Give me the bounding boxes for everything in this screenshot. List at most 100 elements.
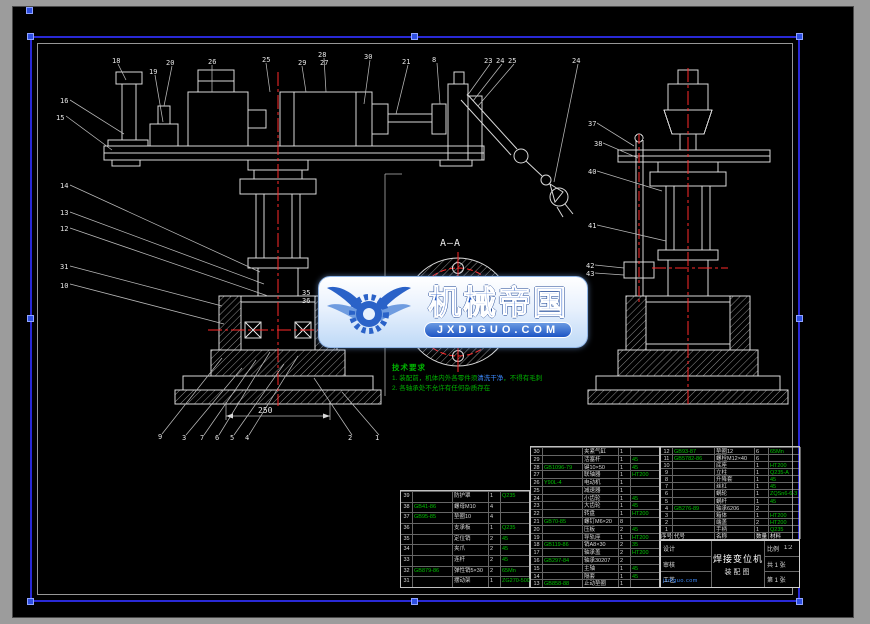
viewport-grip[interactable] [411, 33, 418, 40]
part-callout-20: 20 [166, 59, 174, 67]
table-cell [413, 491, 453, 502]
viewport-grip[interactable] [27, 315, 34, 322]
table-cell: 1 [619, 501, 631, 510]
table-cell [631, 517, 661, 525]
title-block-row: 共 1 张 [765, 555, 799, 572]
table-cell [769, 503, 801, 511]
table-cell [769, 454, 801, 462]
table-cell: 1 [619, 454, 631, 463]
table-cell: 1 [755, 510, 769, 518]
table-cell [673, 475, 715, 483]
table-cell: 销A8×30 [583, 540, 619, 549]
table-cell [543, 470, 583, 479]
drawing-canvas[interactable]: A—A 250 [12, 6, 854, 618]
table-cell [543, 571, 583, 580]
table-cell: 24 [531, 493, 543, 502]
table-cell: 数量 [755, 531, 769, 540]
part-callout-1: 1 [375, 434, 379, 442]
table-cell: 39 [401, 491, 413, 502]
title-block-row: 第 1 张 [765, 571, 799, 587]
part-callout-35: 35 [302, 289, 310, 297]
table-cell: 止动垫圈 [583, 579, 619, 588]
table-cell: 45 [501, 555, 531, 566]
table-cell: 序号 [661, 531, 673, 540]
table-cell: 螺栓M12×40 [715, 454, 755, 462]
table-cell: 21 [531, 517, 543, 525]
part-callout-7: 7 [200, 434, 204, 442]
centerlines [208, 68, 728, 406]
table-cell: 1 [755, 496, 769, 504]
part-callout-21: 21 [402, 58, 410, 66]
part-callout-31: 31 [60, 263, 68, 271]
table-cell: 1 [619, 470, 631, 479]
table-cell: 1 [755, 468, 769, 476]
table-cell: 夹紧气缸 [583, 447, 619, 455]
table-cell [631, 579, 661, 588]
viewport-grip[interactable] [411, 598, 418, 605]
table-cell: 1 [661, 524, 673, 532]
table-cell: ZQSn6-6-3 [769, 489, 801, 497]
table-cell: GB879-86 [413, 565, 453, 577]
viewport-grip[interactable] [796, 33, 803, 40]
viewport-grip[interactable] [796, 315, 803, 322]
table-cell: 名称 [715, 531, 755, 540]
table-cell: HT200 [631, 532, 661, 541]
table-cell: 蜗轮 [715, 489, 755, 497]
table-cell [413, 544, 453, 556]
viewport-grip[interactable] [27, 33, 34, 40]
table-cell: 升降套 [715, 475, 755, 483]
table-cell: 4 [489, 512, 501, 524]
table-cell: 夹爪 [453, 544, 489, 556]
table-cell: 1 [619, 478, 631, 486]
viewport-grip[interactable] [796, 598, 803, 605]
table-cell: 29 [531, 454, 543, 463]
table-cell: 立柱 [715, 468, 755, 476]
table-cell: 蜗杆 [715, 496, 755, 504]
table-cell: 30 [531, 447, 543, 455]
table-cell: 7 [661, 482, 673, 490]
table-cell: 6 [755, 454, 769, 462]
part-callout-25: 25 [262, 56, 270, 64]
table-cell: 4 [489, 501, 501, 513]
table-cell: 1 [489, 491, 501, 502]
table-cell: GB93-87 [673, 447, 715, 455]
table-cell: 45 [631, 563, 661, 572]
table-cell: 1 [489, 523, 501, 534]
table-cell [673, 510, 715, 518]
table-cell: Q235 [501, 523, 531, 534]
part-callout-29: 29 [298, 59, 306, 67]
viewport-grip[interactable] [26, 7, 33, 14]
viewport-grip[interactable] [27, 598, 34, 605]
table-cell: 9 [661, 468, 673, 476]
table-cell: 1 [619, 579, 631, 588]
table-cell: 34 [401, 544, 413, 556]
part-callout-14: 14 [60, 182, 68, 190]
table-cell: 1 [755, 524, 769, 532]
table-cell: 6 [755, 447, 769, 455]
table-cell: GB70-85 [543, 517, 583, 525]
part-callout-5: 5 [230, 434, 234, 442]
table-cell: ZG270-500 [501, 576, 531, 588]
table-cell [673, 489, 715, 497]
winged-gear-logo-icon [325, 278, 413, 347]
dimension-250: 250 [225, 402, 331, 420]
table-cell: 1 [619, 485, 631, 494]
table-cell: 2 [489, 544, 501, 556]
table-cell: Y90L-4 [543, 478, 583, 486]
part-callout-41: 41 [588, 222, 596, 230]
table-cell: 45 [631, 462, 661, 471]
table-cell: 垫圈12 [715, 447, 755, 455]
part-callout-18: 18 [112, 57, 120, 65]
